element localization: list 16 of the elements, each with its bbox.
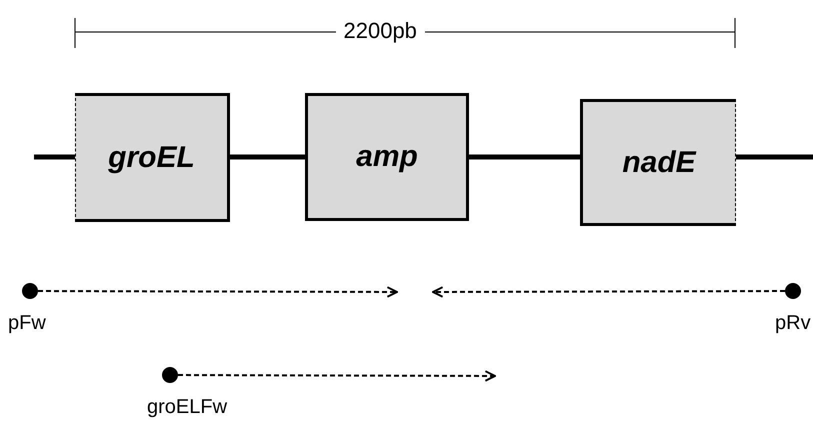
gene-label: nadE xyxy=(622,146,696,180)
dna-backbone-line xyxy=(34,154,75,160)
gene-box xyxy=(75,93,230,222)
dna-backbone-line xyxy=(230,154,305,160)
primer-arrow xyxy=(178,370,496,382)
gene-box xyxy=(305,93,469,221)
primer-label: pRv xyxy=(775,312,811,335)
primer-label: pFw xyxy=(8,312,46,335)
dna-backbone-line xyxy=(469,154,580,160)
primer-label: groELFw xyxy=(147,396,228,419)
primer-arrow xyxy=(38,286,398,298)
gene-box xyxy=(580,99,736,226)
dna-backbone-line xyxy=(736,154,813,160)
gene-label: groEL xyxy=(108,140,195,174)
primer-arrow xyxy=(432,286,785,298)
gene-label: amp xyxy=(356,140,418,174)
